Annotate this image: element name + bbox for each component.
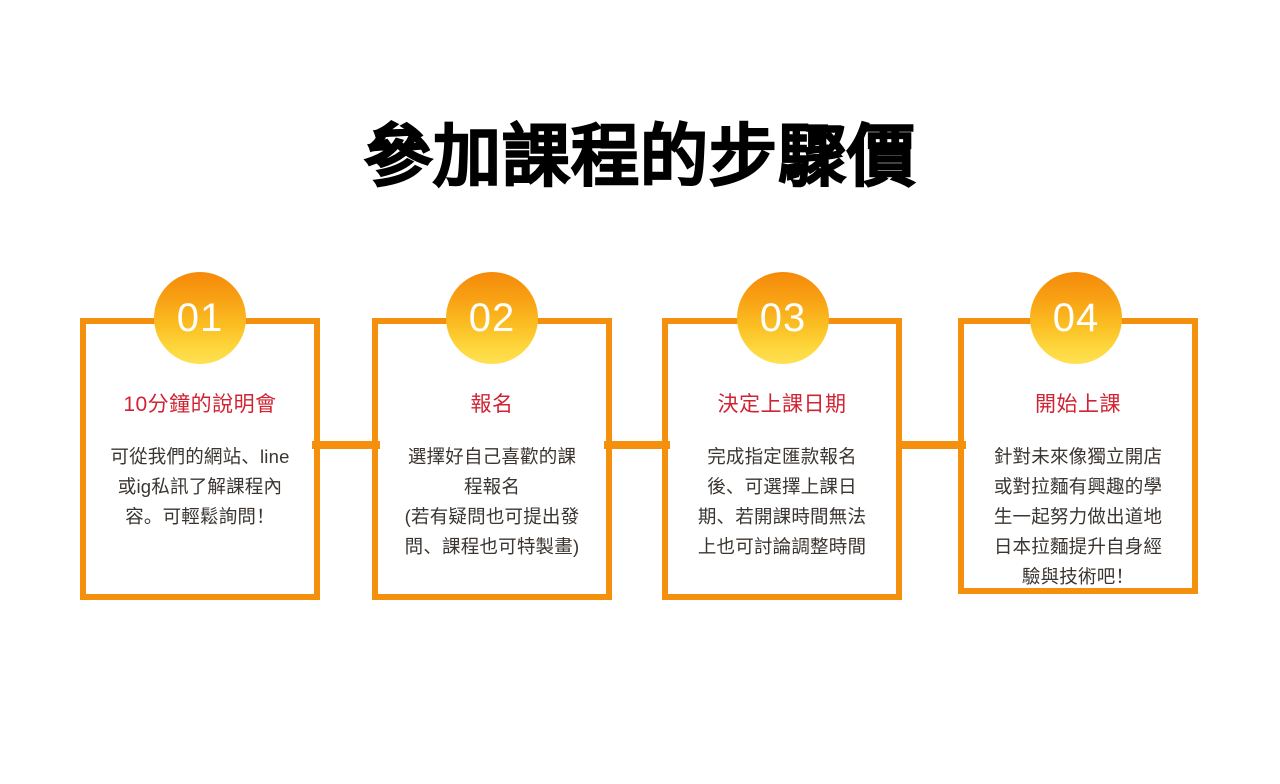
step-badge-02: 02: [446, 272, 538, 364]
connector-03-04: [897, 441, 966, 449]
step-content-03: 決定上課日期 完成指定匯款報名 後、可選擇上課日 期、若開課時間無法 上也可討論…: [662, 318, 902, 562]
step-heading-02: 報名: [470, 393, 514, 416]
step-card-03[interactable]: [662, 318, 902, 600]
page-title: 參加課程的步驟價: [363, 118, 916, 195]
step-heading-04: 開始上課: [1035, 393, 1121, 416]
step-body-02: 選擇好自己喜歡的課 程報名 (若有疑問也可提出發 問、課程也可特製畫): [404, 446, 580, 557]
step-content-04: 開始上課 針對未來像獨立開店 或對拉麵有興趣的學 生一起努力做出道地 日本拉麵提…: [958, 318, 1198, 592]
step-heading-01: 10分鐘的說明會: [123, 393, 277, 416]
step-badge-01: 01: [154, 272, 246, 364]
step-body-01: 可從我們的網站、line 或ig私訊了解課程內 容。可輕鬆詢問！: [110, 446, 290, 527]
step-badge-03: 03: [737, 272, 829, 364]
step-card-02[interactable]: [372, 318, 612, 600]
step-content-02: 報名 選擇好自己喜歡的課 程報名 (若有疑問也可提出發 問、課程也可特製畫): [372, 318, 612, 562]
step-body-03: 完成指定匯款報名 後、可選擇上課日 期、若開課時間無法 上也可討論調整時間: [697, 446, 867, 557]
step-badge-04: 04: [1030, 272, 1122, 364]
connector-01-02: [312, 441, 380, 449]
step-card-04[interactable]: [958, 318, 1198, 594]
step-content-01: 10分鐘的說明會 可從我們的網站、line 或ig私訊了解課程內 容。可輕鬆詢問…: [80, 318, 320, 532]
steps-diagram: 10分鐘的說明會 可從我們的網站、line 或ig私訊了解課程內 容。可輕鬆詢問…: [0, 272, 1280, 662]
step-heading-03: 決定上課日期: [717, 393, 847, 416]
step-body-04: 針對未來像獨立開店 或對拉麵有興趣的學 生一起努力做出道地 日本拉麵提升自身經 …: [993, 446, 1163, 587]
connector-02-03: [604, 441, 670, 449]
